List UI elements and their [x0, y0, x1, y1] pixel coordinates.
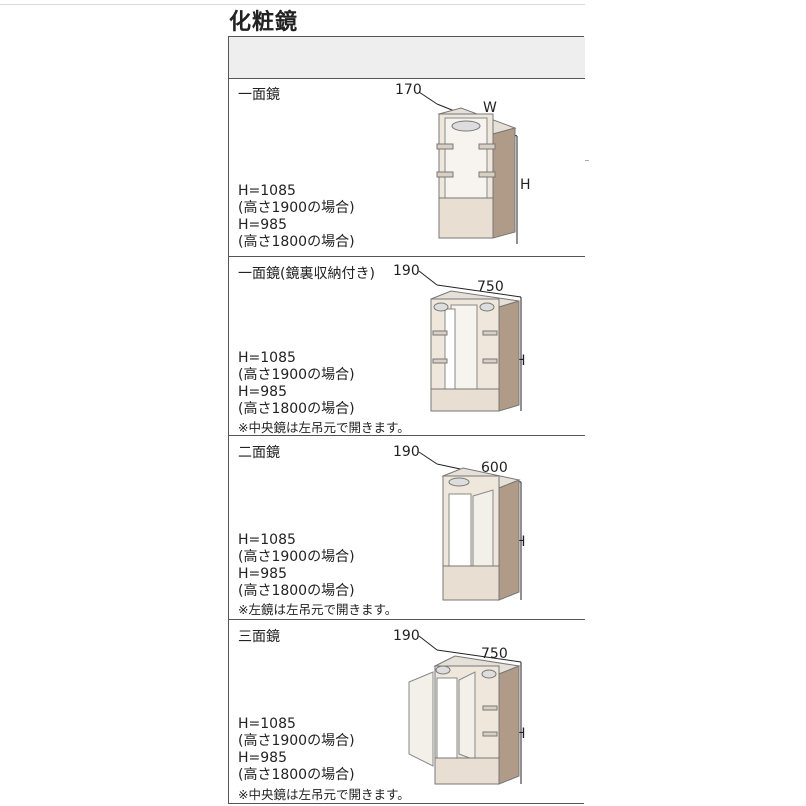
row-label: 一面鏡	[238, 87, 280, 103]
depth-dim-label: 190	[393, 444, 420, 460]
height-specs: H=1085 (高さ1900の場合) H=985 (高さ1800の場合)	[238, 183, 355, 251]
height-specs: H=1085 (高さ1900の場合) H=985 (高さ1800の場合)	[238, 350, 355, 418]
height-dim-label: H	[515, 726, 526, 742]
row-single-mirror: 一面鏡 H=1085 (高さ1900の場合) H=985 (高さ1800の場合)…	[229, 78, 585, 257]
height-dim-label: H	[515, 534, 526, 550]
height-condition-1900: (高さ1900の場合)	[238, 367, 355, 383]
cabinet-diagram: 190 750 H	[389, 626, 529, 801]
height-specs: H=1085 (高さ1900の場合) H=985 (高さ1800の場合)	[238, 532, 355, 600]
spec-table: 一面鏡 H=1085 (高さ1900の場合) H=985 (高さ1800の場合)…	[228, 36, 585, 804]
width-dim-label: 750	[477, 279, 504, 295]
height-value-1800: H=985	[238, 384, 287, 400]
hinge-note: ※中央鏡は左吊元で開きます。	[238, 420, 410, 435]
depth-dim-label: 190	[393, 628, 420, 644]
row-label: 三面鏡	[238, 629, 280, 645]
cabinet-diagram: 190 600 H	[389, 442, 529, 617]
height-condition-1800: (高さ1800の場合)	[238, 401, 355, 417]
height-condition-1900: (高さ1900の場合)	[238, 200, 355, 216]
height-specs: H=1085 (高さ1900の場合) H=985 (高さ1800の場合)	[238, 716, 355, 784]
height-condition-1800: (高さ1800の場合)	[238, 767, 355, 783]
page-edge-tick	[585, 160, 589, 161]
height-value-1900: H=1085	[238, 532, 296, 548]
height-condition-1900: (高さ1900の場合)	[238, 549, 355, 565]
width-dim-label: 600	[481, 460, 508, 476]
width-dim-label: 750	[481, 646, 508, 662]
top-rule	[0, 4, 585, 5]
row-label: 一面鏡(鏡裏収納付き)	[238, 266, 375, 282]
depth-dim-label: 170	[395, 82, 422, 98]
row-three-mirror: 三面鏡 H=1085 (高さ1900の場合) H=985 (高さ1800の場合)…	[229, 620, 585, 804]
height-value-1800: H=985	[238, 750, 287, 766]
row-two-mirror: 二面鏡 H=1085 (高さ1900の場合) H=985 (高さ1800の場合)…	[229, 436, 585, 620]
hinge-note: ※中央鏡は左吊元で開きます。	[238, 787, 410, 802]
height-value-1900: H=1085	[238, 350, 296, 366]
width-dim-label: W	[483, 100, 497, 116]
table-header	[229, 37, 585, 79]
row-label: 二面鏡	[238, 445, 280, 461]
cabinet-diagram: 170 W H	[389, 82, 531, 254]
height-condition-1900: (高さ1900の場合)	[238, 733, 355, 749]
height-dim-label: H	[515, 353, 526, 369]
height-value-1900: H=1085	[238, 716, 296, 732]
height-dim-label: H	[520, 177, 531, 193]
height-value-1900: H=1085	[238, 183, 296, 199]
height-condition-1800: (高さ1800の場合)	[238, 583, 355, 599]
hinge-note: ※左鏡は左吊元で開きます。	[238, 602, 398, 617]
depth-dim-label: 190	[393, 263, 420, 279]
cabinet-diagram: 190 750 H	[389, 261, 529, 431]
height-value-1800: H=985	[238, 217, 287, 233]
row-single-mirror-storage: 一面鏡(鏡裏収納付き) H=1085 (高さ1900の場合) H=985 (高さ…	[229, 257, 585, 436]
page-title: 化粧鏡	[229, 10, 299, 35]
height-condition-1800: (高さ1800の場合)	[238, 234, 355, 250]
height-value-1800: H=985	[238, 566, 287, 582]
